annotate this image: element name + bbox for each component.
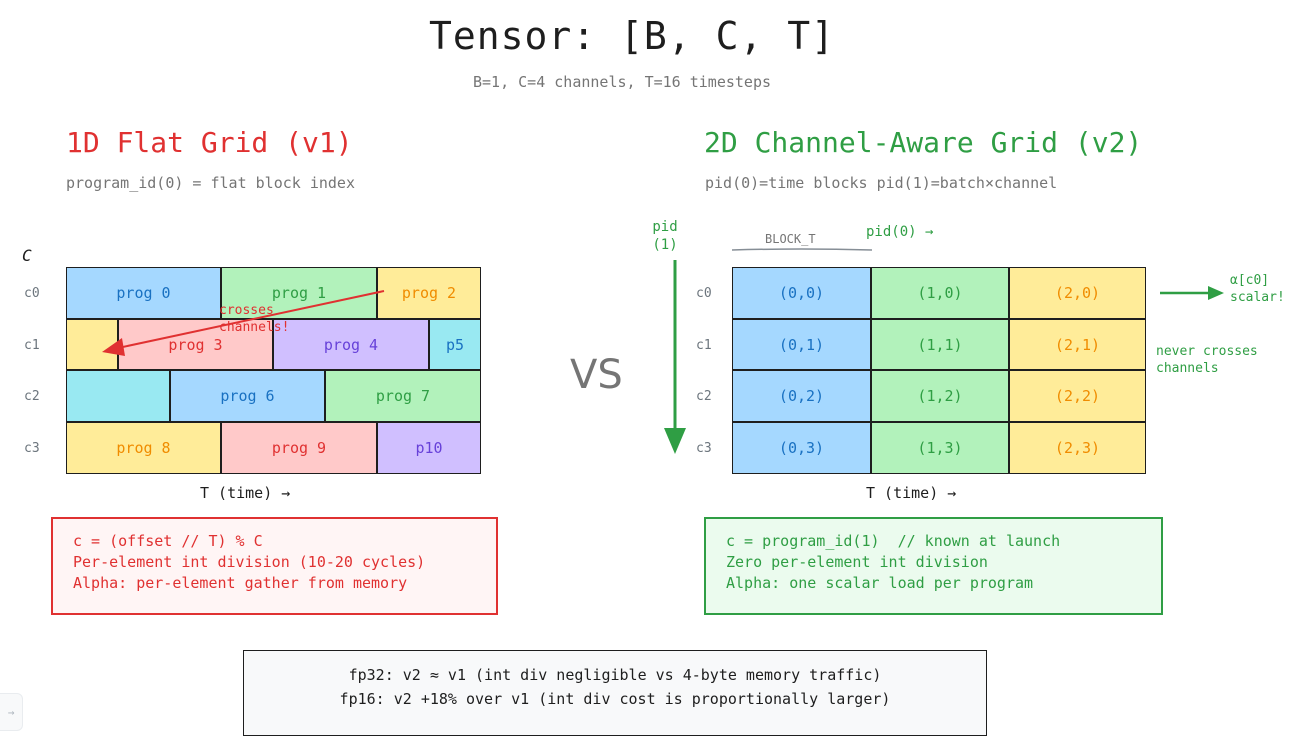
- cell-label: (2,3): [1054, 439, 1101, 457]
- cell-label: (0,2): [778, 387, 825, 405]
- left-code-box: c = (offset // T) % C Per-element int di…: [51, 517, 498, 615]
- block-label: p5: [445, 335, 465, 354]
- cell-label: (1,2): [917, 387, 963, 405]
- left-code-line: Per-element int division (10-20 cycles): [73, 553, 426, 571]
- crosses-line2: channels!: [219, 320, 290, 335]
- never-crosses-label: never crosses channels: [1156, 343, 1258, 377]
- block-label: prog 6: [220, 387, 275, 405]
- left-block-p5: p5: [429, 319, 481, 370]
- left-code-line: Alpha: per-element gather from memory: [73, 574, 408, 592]
- pid1-down-arrow: [664, 260, 686, 454]
- alpha-line1: α[c0]: [1230, 273, 1270, 288]
- cell-label: (2,1): [1054, 335, 1101, 354]
- cell-label: (1,0): [917, 284, 963, 302]
- right-cell-0-3: (0,3): [732, 422, 871, 474]
- right-cell-0-1: (0,1): [732, 319, 871, 370]
- block-label: prog 4: [323, 335, 379, 354]
- cell-label: (2,2): [1054, 387, 1101, 405]
- left-code-line: c = (offset // T) % C: [73, 532, 263, 550]
- block-label: p10: [415, 439, 443, 457]
- alpha-line2: scalar!: [1230, 290, 1285, 305]
- right-cell-1-1: (1,1): [871, 319, 1009, 370]
- crosses-channels-label: crosses channels!: [219, 302, 289, 336]
- cell-label: (2,0): [1054, 284, 1101, 302]
- left-description: program_id(0) = flat block index: [66, 174, 355, 192]
- left-block-prog6: prog 6: [170, 370, 325, 422]
- left-heading: 1D Flat Grid (v1): [66, 126, 353, 159]
- alpha-scalar-label: α[c0] scalar!: [1230, 272, 1285, 306]
- cell-label: (1,3): [917, 439, 963, 457]
- block-t-underline: [731, 248, 873, 251]
- right-cell-2-3: (2,3): [1009, 422, 1146, 474]
- left-block-prog4: prog 4: [273, 319, 429, 370]
- right-cell-1-2: (1,2): [871, 370, 1009, 422]
- left-block-p5-tail: [66, 370, 170, 422]
- left-axis-c-label: C: [22, 246, 32, 265]
- right-heading: 2D Channel-Aware Grid (v2): [704, 126, 1143, 159]
- block-label: prog 9: [271, 439, 327, 457]
- right-code-line: Zero per-element int division: [726, 553, 988, 571]
- left-block-prog7: prog 7: [325, 370, 481, 422]
- right-description: pid(0)=time blocks pid(1)=batch×channel: [705, 174, 1058, 192]
- right-cell-1-3: (1,3): [871, 422, 1009, 474]
- cell-label: (0,1): [778, 335, 825, 354]
- right-row-label-c2: c2: [696, 389, 712, 404]
- left-block-prog0: prog 0: [66, 267, 221, 319]
- block-label: prog 2: [401, 284, 457, 302]
- note-line2: fp16: v2 +18% over v1 (int div cost is p…: [339, 690, 891, 708]
- left-block-prog9: prog 9: [221, 422, 377, 474]
- vs-label: VS: [570, 352, 623, 398]
- right-cell-0-2: (0,2): [732, 370, 871, 422]
- note-line1: fp32: v2 ≈ v1 (int div negligible vs 4-b…: [348, 666, 882, 684]
- left-x-axis-label: T (time) →: [200, 484, 291, 502]
- block-label: prog 0: [116, 284, 171, 302]
- pid1-label: pid (1): [648, 218, 682, 254]
- block-label: prog 3: [168, 335, 223, 354]
- right-row-label-c0: c0: [696, 286, 712, 301]
- right-cell-2-0: (2,0): [1009, 267, 1146, 319]
- left-block-prog1: prog 1: [221, 267, 377, 319]
- right-code-line: c = program_id(1) // known at launch: [726, 532, 1061, 550]
- left-block-prog3: prog 3: [118, 319, 273, 370]
- right-row-label-c3: c3: [696, 441, 712, 456]
- right-x-axis-label: T (time) →: [866, 484, 957, 502]
- crosses-line1: crosses: [219, 303, 274, 318]
- left-row-label-c3: c3: [24, 441, 40, 456]
- never-line1: never crosses: [1156, 344, 1258, 359]
- block-label: prog 1: [271, 284, 327, 302]
- right-cell-0-0: (0,0): [732, 267, 871, 319]
- right-cell-1-0: (1,0): [871, 267, 1009, 319]
- page-title: Tensor: [B, C, T]: [429, 14, 835, 58]
- block-label: prog 7: [375, 387, 431, 405]
- left-row-label-c0: c0: [24, 286, 40, 301]
- cell-label: (0,0): [778, 284, 825, 302]
- summary-note: fp32: v2 ≈ v1 (int div negligible vs 4-b…: [243, 650, 987, 736]
- cell-label: (1,1): [917, 335, 963, 354]
- right-cell-2-1: (2,1): [1009, 319, 1146, 370]
- never-line2: channels: [1156, 361, 1219, 376]
- alpha-arrow: [1160, 286, 1224, 300]
- left-block-prog2: prog 2: [377, 267, 481, 319]
- left-block-p10: p10: [377, 422, 481, 474]
- right-code-line: Alpha: one scalar load per program: [726, 574, 1034, 592]
- right-row-label-c1: c1: [696, 338, 712, 353]
- page-subtitle: B=1, C=4 channels, T=16 timesteps: [472, 73, 771, 91]
- left-row-label-c1: c1: [24, 338, 40, 353]
- left-block-prog8: prog 8: [66, 422, 221, 474]
- block-t-label: BLOCK_T: [765, 232, 816, 246]
- pid1-line2: (1): [652, 237, 678, 253]
- pid0-label: pid(0) →: [866, 224, 934, 240]
- block-label: prog 8: [116, 439, 171, 457]
- right-cell-2-2: (2,2): [1009, 370, 1146, 422]
- arrow-right-icon[interactable]: →: [0, 693, 23, 731]
- right-code-box: c = program_id(1) // known at launch Zer…: [704, 517, 1163, 615]
- cell-label: (0,3): [778, 439, 825, 457]
- left-row-label-c2: c2: [24, 389, 40, 404]
- pid1-line1: pid: [652, 219, 678, 235]
